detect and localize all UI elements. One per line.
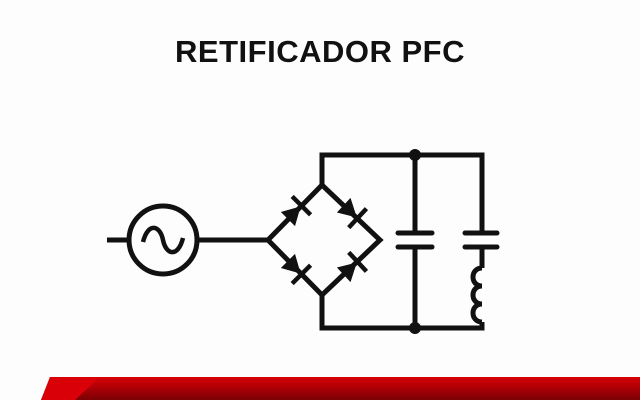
bottom-rail [319,295,485,331]
capacitor-1-icon [395,155,435,328]
diode-bottom-left-icon [280,253,313,286]
inductor-icon [470,265,483,325]
diode-top-right-icon [336,197,369,230]
page-title: RETIFICADOR PFC [175,34,465,69]
capacitor-2-icon [462,230,500,268]
diode-bottom-right-icon [336,250,369,283]
diode-top-left-icon [280,194,313,227]
top-rail [319,152,485,233]
junction-dots [409,149,421,334]
bridge-wires [264,181,384,299]
